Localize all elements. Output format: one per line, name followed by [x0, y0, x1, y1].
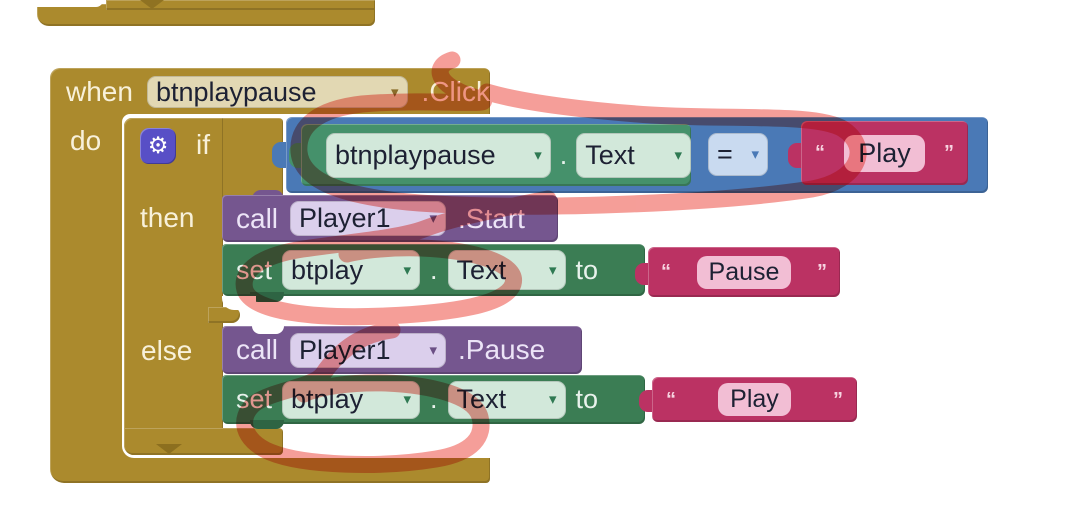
when-block-header[interactable]: when btnplaypause ▾ .Click — [50, 68, 490, 116]
if-block-socket-tab — [208, 307, 240, 323]
close-quote: ” — [944, 142, 954, 164]
getter-dot-separator: . — [559, 139, 568, 170]
equals-block-plug — [272, 142, 288, 168]
dropdown-arrow-icon: ▾ — [751, 145, 759, 163]
partial-block-inner-cut — [37, 0, 103, 7]
dropdown-arrow-icon: ▾ — [534, 145, 542, 164]
set-component-dropdown[interactable]: btplay ▾ — [282, 380, 421, 419]
then-label: then — [140, 202, 195, 233]
getter-property-dropdown[interactable]: Text ▾ — [576, 132, 691, 178]
string-text-field[interactable]: Play — [844, 134, 925, 172]
when-component-dropdown[interactable]: btnplaypause ▾ — [146, 76, 408, 108]
getter-component-dropdown[interactable]: btnplaypause ▾ — [326, 132, 551, 178]
call-method-label: .Pause — [458, 334, 546, 365]
when-keyword: when — [66, 76, 133, 107]
string-block-plug — [639, 390, 653, 412]
call-component-label: Player1 — [299, 334, 391, 365]
dropdown-arrow-icon: ▾ — [403, 260, 412, 279]
open-quote: “ — [815, 142, 825, 164]
string-text-field[interactable]: Play — [718, 383, 791, 416]
call-component-dropdown[interactable]: Player1 ▾ — [290, 332, 447, 368]
getter-block[interactable]: btnplaypause ▾ . Text ▾ — [301, 124, 691, 186]
when-event-label: .Click — [421, 76, 490, 107]
set-property-dropdown[interactable]: Text ▾ — [447, 380, 566, 419]
string-text-field[interactable]: Pause — [696, 255, 792, 289]
if-block-bottom-arm[interactable] — [124, 428, 283, 455]
operator-label: = — [717, 139, 733, 169]
dropdown-arrow-icon: ▾ — [391, 82, 399, 101]
open-quote: “ — [666, 388, 676, 411]
set-component-label: btplay — [291, 384, 364, 414]
set-property-label: Text — [456, 384, 507, 414]
set-to-label: to — [575, 384, 599, 414]
call-component-dropdown[interactable]: Player1 ▾ — [290, 201, 447, 236]
getter-property-label: Text — [585, 139, 635, 170]
if-label: if — [196, 129, 210, 160]
call-start-block[interactable]: call Player1 ▾ .Start — [222, 195, 558, 242]
call-keyword: call — [236, 202, 279, 234]
string-block-play-else[interactable]: “ Play ” — [652, 377, 857, 422]
set-dot-separator: . — [430, 384, 438, 414]
call-pause-top-notch — [252, 326, 284, 334]
partial-block-upper — [106, 0, 375, 10]
operator-dropdown[interactable]: = ▾ — [708, 133, 768, 176]
set-component-label: btplay — [291, 254, 364, 285]
socket-gap — [222, 296, 256, 310]
open-quote: “ — [661, 261, 671, 283]
mutator-gear-icon[interactable]: ⚙ — [140, 128, 176, 164]
partial-block-notch — [140, 0, 164, 9]
set-block-else[interactable]: set btplay ▾ . Text ▾ to — [222, 375, 645, 424]
string-block-plug — [635, 263, 649, 285]
set-keyword: set — [236, 384, 273, 414]
getter-component-label: btnplaypause — [335, 139, 496, 170]
dropdown-arrow-icon: ▾ — [429, 340, 438, 359]
string-block-play-condition[interactable]: “ Play ” — [801, 121, 968, 185]
set-block-bottom-tab — [250, 420, 284, 429]
set-component-dropdown[interactable]: btplay ▾ — [282, 250, 421, 290]
dropdown-arrow-icon: ▾ — [403, 390, 412, 408]
set-property-label: Text — [456, 254, 507, 285]
set-dot-separator: . — [430, 254, 438, 285]
do-label: do — [70, 125, 102, 156]
set-keyword: set — [236, 254, 273, 285]
if-block-column[interactable] — [124, 118, 223, 455]
else-label: else — [141, 335, 193, 366]
dropdown-arrow-icon: ▾ — [674, 145, 682, 164]
string-block-plug — [788, 143, 802, 168]
call-keyword: call — [236, 334, 279, 365]
if-block-bottom-notch — [156, 444, 182, 454]
set-block-then[interactable]: set btplay ▾ . Text ▾ to — [222, 244, 645, 296]
close-quote: ” — [832, 388, 843, 411]
dropdown-arrow-icon: ▾ — [429, 209, 438, 227]
close-quote: ” — [816, 261, 827, 283]
dropdown-arrow-icon: ▾ — [549, 390, 557, 408]
call-method-label: .Start — [458, 202, 525, 234]
dropdown-arrow-icon: ▾ — [549, 260, 557, 279]
when-component-label: btnplaypause — [155, 76, 317, 107]
string-block-pause[interactable]: “ Pause ” — [648, 247, 840, 297]
set-property-dropdown[interactable]: Text ▾ — [447, 250, 566, 290]
set-to-label: to — [575, 254, 599, 285]
call-component-label: Player1 — [299, 203, 391, 233]
